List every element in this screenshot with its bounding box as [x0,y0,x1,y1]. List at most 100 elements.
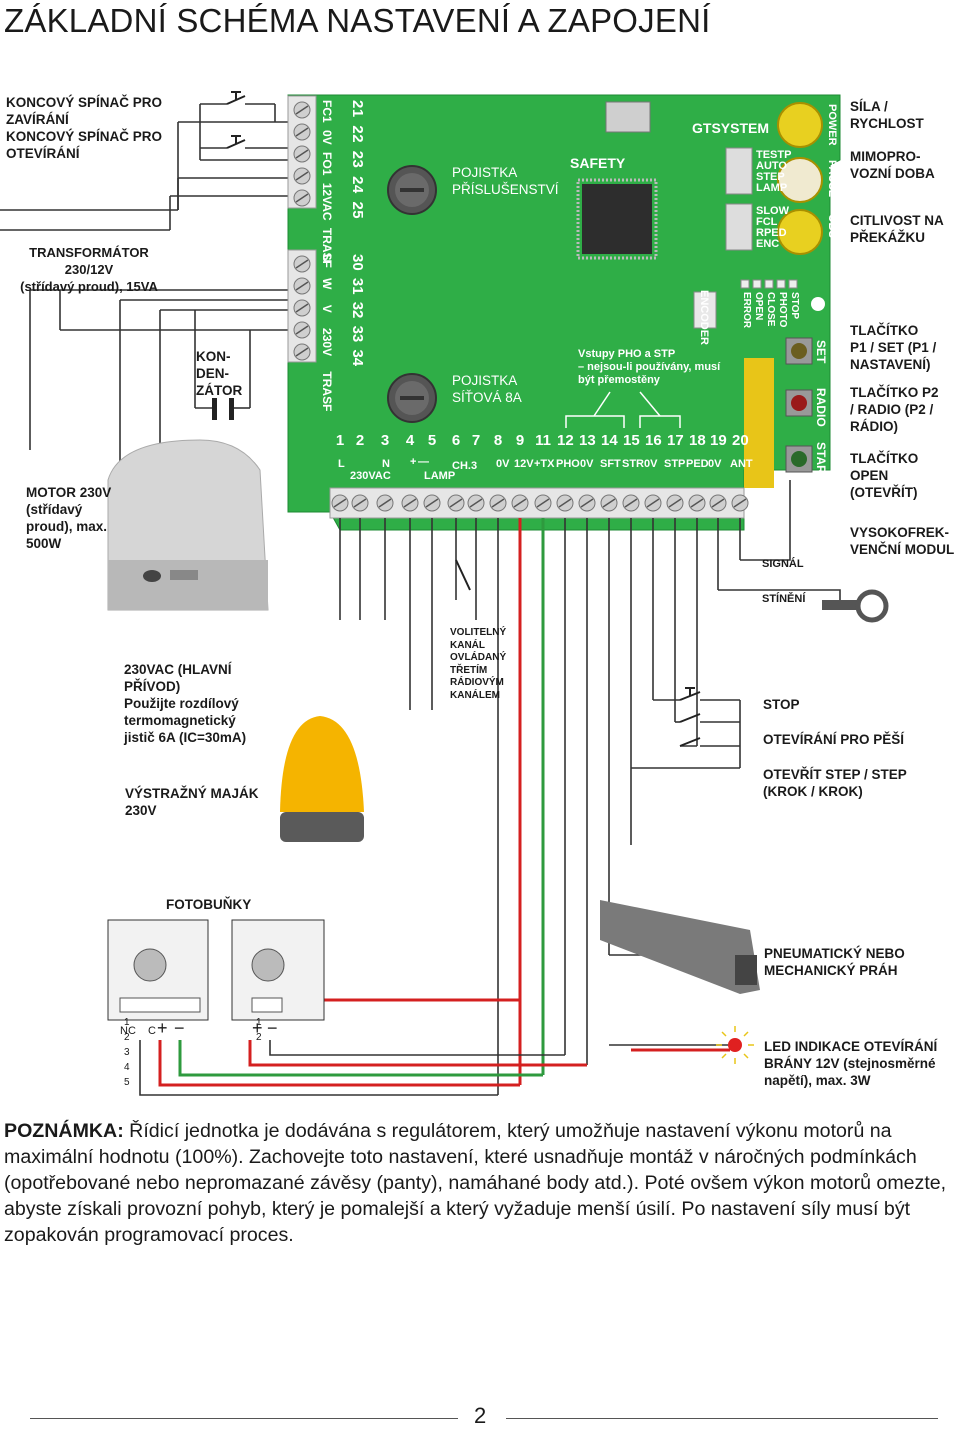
photocell-icon [231,919,325,1021]
terminal-number: 20 [732,432,749,449]
label-photocells: FOTOBUŇKY [166,897,252,912]
terminal-number: 18 [689,432,706,449]
terminal-name: 12V [514,458,534,470]
led-label-close: CLOSE [765,292,776,327]
top-terminal-numbers-b: 30 31 32 33 34 [349,254,366,366]
terminal-screw-slot [491,498,505,508]
label-gtsystem: GTSYSTEM [692,120,770,136]
led-label-error: ERROR [741,292,752,329]
term-24: 24 [349,176,366,194]
label-signal: SIGNÁL [762,558,804,570]
term-22: 22 [349,125,366,144]
trimmer-label-pause: PAUSE [826,160,838,198]
button-label-radio: RADIO [814,388,828,427]
term-25: 25 [349,201,366,220]
term-32: 32 [349,301,366,319]
dip1-labels: TESTP AUTO STEP LAMP [756,150,791,194]
led-icon [716,1026,754,1064]
terminal-number: 14 [601,432,618,449]
terminal-screw-slot [646,498,660,508]
led-label-photo: PHOTO [777,292,788,328]
label-limit-switch-close: KONCOVÝ SPÍNAČ PRO ZAVÍRÁNÍ [6,95,163,127]
terminal-screw-slot [624,498,638,508]
terminal-number: 3 [380,432,390,449]
terminal-screw-slot [711,498,725,508]
note-paragraph: POZNÁMKA: Řídicí jednotka je dodávána s … [4,1118,956,1248]
dip-switch-1 [725,147,753,195]
label-c: C [148,1025,156,1037]
switch-icon [226,91,246,149]
switch-icon [679,687,701,747]
terminal-screw-slot [295,325,309,335]
push-button-icon [785,337,813,473]
label-encoder: ENCODER [698,290,710,346]
rf-module-slot [744,358,774,488]
terminal-name: SFT [600,458,621,470]
dip-slow: SLOW [756,205,789,217]
term-name-fo1: FO1 [320,152,334,176]
button-label-start: START [814,442,828,482]
tx-term-4: 4 [124,1062,130,1073]
label-safety: SAFETY [570,155,626,171]
trimmer-icon [777,102,823,255]
mount-hole [811,297,825,311]
dip-switch-2 [725,203,753,251]
terminal-number: 8 [493,432,503,449]
terminal-screw-slot [295,281,309,291]
terminal-screw-slot [295,171,309,181]
terminal-screw-slot [733,498,747,508]
label-set-button: TLAČÍTKO P1 / SET (P1 / NASTAVENÍ) [850,323,937,372]
label-bridge-note: Vstupy PHO a STP – nejsou-li používány, … [578,348,721,386]
terminal-screws-bottom [331,494,749,512]
terminal-number: 19 [710,432,727,449]
tx-term-1: 1 [124,1017,130,1028]
terminal-name: 230VAC [350,470,391,482]
capacitor-icon [212,398,234,420]
switch-icon [455,559,471,591]
bridge-lines [565,391,681,428]
label-led-indicator: LED INDIKACE OTEVÍRÁNÍ BRÁNY 12V (stejno… [764,1039,938,1088]
terminal-screw-slot [558,498,572,508]
terminal-name: 0V [644,458,658,470]
label-capacitor: KON- DEN- ZÁTOR [196,349,243,398]
label-rx-plus: + [252,1018,263,1038]
terminal-name: 0V [496,458,510,470]
terminal-number: 13 [579,432,596,449]
footer-divider-left [30,1418,458,1419]
trimmer-label-obs: OBS [826,214,838,238]
label-rf-module: VYSOKOFREK- VENČNÍ MODUL [850,525,955,557]
term-31: 31 [349,277,366,295]
terminal-screw-slot [295,347,309,357]
label-fuse-main: POJISTKA SÍŤOVÁ 8A [452,373,522,405]
rx-term-1: 1 [256,1017,262,1028]
term-name-230v: 230V [320,328,334,357]
label-tx-minus: − [174,1018,185,1038]
terminal-screw-slot [295,149,309,159]
terminal-number: 12 [557,432,574,449]
term-name-u: U [320,254,334,263]
terminal-name: STP [664,458,686,470]
tx-terminal-numbers: 1 2 3 4 5 [124,1000,130,1090]
dip-lamp: LAMP [756,182,788,194]
terminal-screw-slot [449,498,463,508]
terminal-screw-slot [295,127,309,137]
terminal-number: 1 [335,432,345,449]
terminal-number: 4 [405,432,415,449]
page-title: ZÁKLADNÍ SCHÉMA NASTAVENÍ A ZAPOJENÍ [4,2,711,39]
terminal-screw-slot [513,498,527,508]
label-nc: NC [120,1025,136,1037]
terminal-screw-slot [378,498,392,508]
label-stop: STOP [763,697,800,712]
terminal-number: 17 [667,432,684,449]
label-step: OTEVŘÍT STEP / STEP (KROK / KROK) [763,767,907,799]
term-name-fc1: FC1 [320,100,334,123]
term-21: 21 [349,100,366,118]
terminal-screw-slot [690,498,704,508]
label-power: SÍLA / RYCHLOST [850,99,924,131]
term-name-v: V [320,304,334,313]
safety-edge-icon [600,900,760,994]
terminal-screw-slot [295,303,309,313]
note-text: Řídicí jednotka je dodávána s regulátore… [4,1120,947,1246]
terminal-screw-slot [295,105,309,115]
fuse-icon [387,373,437,423]
